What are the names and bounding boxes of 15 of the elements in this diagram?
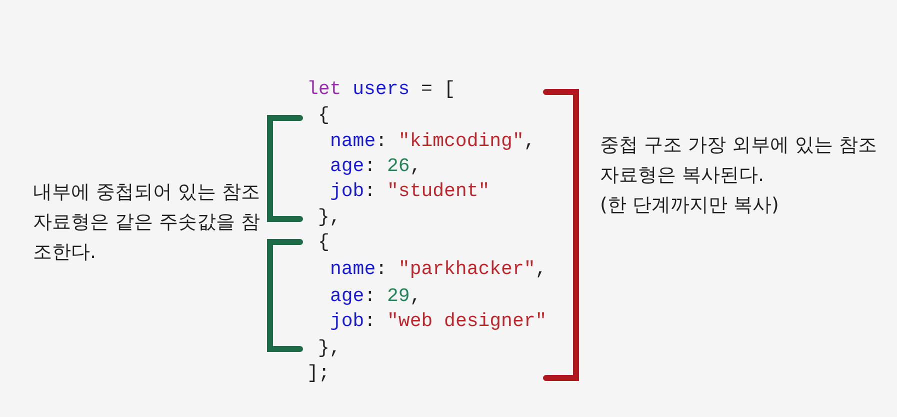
code-line: job: "student" xyxy=(330,179,490,203)
code-line: let users = [ xyxy=(307,77,456,101)
annotation-text: (한 단계까지만 복사) xyxy=(600,193,780,218)
code-line: ]; xyxy=(307,361,330,385)
code-line: { xyxy=(318,230,330,254)
annotation-text: 내부에 중첩되어 있는 참조 자료형은 같은 주솟값을 참조한다. xyxy=(33,180,262,265)
code-line: }, xyxy=(318,336,341,360)
code-line: job: "web designer" xyxy=(330,309,547,333)
code-line: name: "parkhacker", xyxy=(330,257,547,281)
code-line: age: 29, xyxy=(330,284,422,308)
annotation-text: 중첩 구조 가장 외부에 있는 참조 자료형은 복사된다. xyxy=(600,133,878,188)
code-line: { xyxy=(318,103,330,127)
code-line: }, xyxy=(318,205,341,229)
code-line: name: "kimcoding", xyxy=(330,129,536,153)
code-line: age: 26, xyxy=(330,154,422,178)
